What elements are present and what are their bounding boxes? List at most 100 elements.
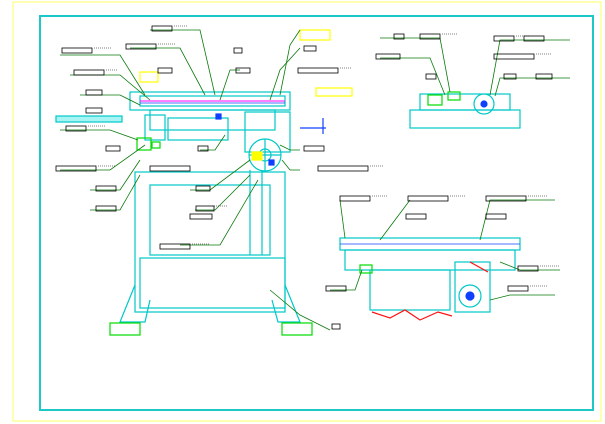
left-bracket — [144, 114, 166, 141]
leader — [200, 134, 226, 151]
leader — [499, 261, 560, 271]
callout-label — [407, 195, 449, 202]
label-callouts — [55, 25, 553, 330]
leader — [279, 29, 301, 96]
right-foot — [281, 322, 313, 336]
callout-label — [485, 213, 507, 220]
callout-label — [197, 145, 209, 152]
leader — [489, 39, 570, 96]
callout-label — [189, 213, 213, 220]
callout-label — [419, 33, 441, 40]
callout-label — [425, 73, 437, 80]
leader — [90, 174, 141, 211]
section-break-line — [371, 309, 453, 321]
highlight-bar — [55, 115, 123, 123]
callout-label — [73, 69, 105, 76]
callout-label — [517, 265, 539, 272]
leader — [269, 289, 331, 331]
callout-label — [157, 67, 173, 74]
main-view-colored-parts — [55, 29, 353, 166]
main-elevation-view — [109, 91, 313, 336]
callout-label — [535, 73, 553, 80]
callout-label — [105, 145, 121, 152]
left-foot — [109, 322, 141, 336]
leader — [269, 47, 301, 101]
leader — [70, 74, 151, 101]
leader — [90, 159, 141, 191]
leader — [489, 294, 555, 301]
top-slide-lower — [149, 109, 276, 131]
leader — [60, 144, 146, 171]
right-housing — [244, 111, 291, 153]
detail-base — [409, 109, 521, 129]
callout-label — [151, 25, 173, 32]
yellow-plate — [251, 151, 263, 161]
bottom-right-section-view — [339, 237, 521, 321]
yellow-tag — [315, 87, 353, 97]
leader — [130, 47, 206, 96]
yellow-tag-2 — [299, 29, 331, 41]
callout-label — [85, 107, 103, 114]
blue-fastener — [215, 113, 222, 120]
dimension-ticks — [88, 25, 560, 287]
leader — [380, 57, 446, 96]
leader — [60, 54, 146, 96]
leader — [80, 94, 141, 106]
callout-label — [297, 67, 339, 74]
callout-label — [503, 73, 517, 80]
callout-label — [195, 185, 211, 192]
callout-label — [61, 47, 93, 54]
callout-label — [95, 185, 117, 192]
detail-top — [419, 93, 511, 111]
main-body — [134, 171, 286, 313]
outer-frame — [12, 1, 602, 422]
section-green-clip — [359, 264, 373, 274]
leader — [330, 269, 363, 291]
green-clamp — [136, 137, 152, 151]
callout-label — [405, 213, 427, 220]
green-bolt — [151, 141, 161, 149]
leader — [219, 69, 240, 101]
callout-label — [375, 53, 401, 60]
callout-label — [485, 195, 527, 202]
callout-label — [393, 33, 405, 40]
callout-label — [331, 323, 341, 330]
leader — [281, 159, 300, 171]
right-leg — [271, 284, 301, 323]
body-panel — [139, 257, 286, 309]
leader — [60, 129, 139, 141]
callout-label — [493, 35, 515, 42]
section-lower — [369, 269, 451, 311]
callout-label — [303, 145, 325, 152]
callout-label — [149, 165, 191, 172]
body-window — [149, 184, 271, 256]
carriage-block — [167, 117, 229, 141]
blue-fastener-2 — [268, 159, 275, 166]
callout-label — [125, 43, 157, 50]
callout-label — [195, 205, 215, 212]
inner-frame — [39, 15, 594, 411]
callout-label — [507, 285, 529, 292]
detail-green-box — [427, 94, 443, 106]
callout-label — [493, 53, 535, 60]
leader — [379, 199, 411, 241]
detail-wheel — [473, 93, 495, 115]
callout-label — [235, 67, 251, 74]
leader-lines — [60, 29, 570, 331]
callout-label — [233, 47, 243, 54]
section-hub — [465, 291, 475, 301]
detail-clamp — [447, 91, 461, 101]
callout-label — [325, 285, 347, 292]
leader — [279, 144, 300, 151]
callout-label — [523, 35, 545, 42]
callout-label — [159, 243, 191, 250]
callout-label — [55, 165, 97, 172]
leader — [195, 174, 251, 211]
leader — [494, 77, 570, 97]
section-wheel — [458, 284, 482, 308]
leader — [479, 199, 555, 241]
section-red-mark — [469, 261, 489, 273]
callout-label — [65, 125, 87, 132]
callout-label — [95, 205, 117, 212]
